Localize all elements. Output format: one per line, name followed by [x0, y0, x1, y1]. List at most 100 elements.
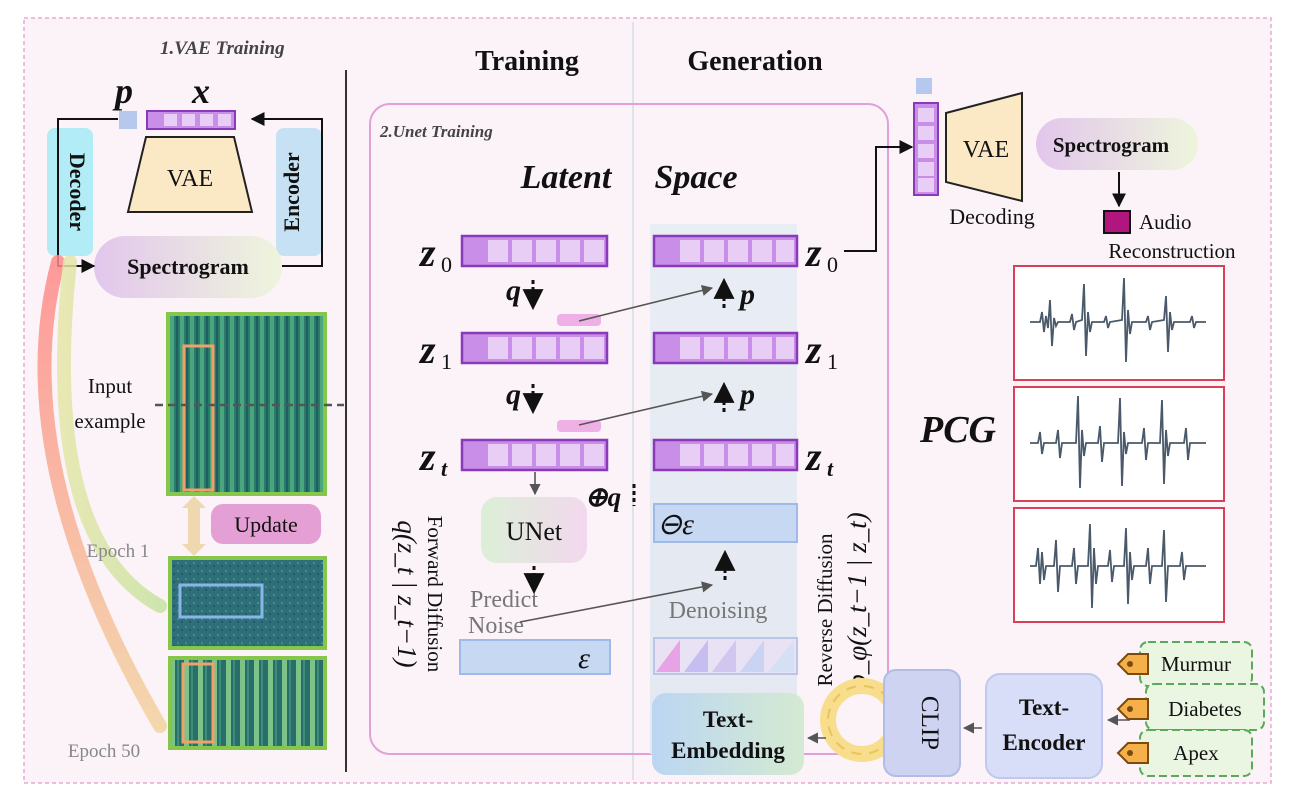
epoch50-highlight-box: [181, 662, 215, 744]
vae-p-label: p: [112, 71, 133, 111]
epoch50-label: Epoch 50: [68, 741, 140, 762]
zt-sub-train: t: [441, 456, 448, 481]
input-label: Input: [88, 374, 132, 398]
spectrogram-label-left: Spectrogram: [127, 254, 249, 279]
unet-training-title: 2.Unet Training: [379, 122, 493, 141]
spectrogram-label-right: Spectrogram: [1053, 133, 1170, 157]
unet-block: [481, 497, 587, 563]
epsilon-bar-train: [459, 639, 611, 675]
z0-to-decoder-arrow: [844, 140, 914, 252]
q-label-2: q: [506, 378, 521, 411]
zt-label-train: z: [418, 434, 436, 479]
z1-sub-gen: 1: [827, 349, 838, 374]
latent-bar-zt-train: [460, 438, 609, 472]
svg-text:Murmur: Murmur: [1161, 652, 1231, 676]
pcg-label: PCG: [919, 409, 997, 451]
encoder-block: [276, 128, 322, 256]
spectrogram-pill-left: [94, 236, 282, 298]
latent-bar-z0-train: [460, 234, 609, 268]
curved-arrow-epoch1: [57, 255, 167, 613]
vae-trapezoid: [126, 136, 254, 213]
example-label: example: [74, 409, 145, 433]
noise-to-denoise-arrow: [519, 581, 714, 623]
p-label-2: p: [737, 378, 755, 411]
reverse-formula: p_φ(z_t−1 | z_t): [842, 512, 872, 690]
generation-title: Generation: [687, 46, 823, 77]
decoding-label: Decoding: [949, 204, 1035, 229]
clip-label: CLIP: [916, 696, 943, 750]
forward-diffusion-label: Forward Diffusion: [423, 516, 447, 673]
text-encoder-label-2: Encoder: [1002, 730, 1085, 755]
tag-apex: Apex: [1116, 729, 1253, 777]
vertical-latent-bar: [913, 102, 939, 196]
spectrogram-pill-right: [1036, 118, 1198, 170]
pcg-waveform-2: [1013, 386, 1225, 502]
update-box: [211, 504, 321, 544]
zt-label-gen: z: [804, 434, 822, 479]
latent-bar-z0-gen: [652, 234, 799, 268]
text-embedding-label-2: Embedding: [671, 738, 785, 763]
space-label: Space: [654, 159, 737, 196]
q-label-1: q: [506, 274, 521, 307]
reconstruction-label: Reconstruction: [1108, 239, 1236, 263]
skip-arrow-1: [578, 284, 714, 322]
epsilon-label-train: ε: [578, 642, 590, 675]
zt-sub-gen: t: [827, 456, 834, 481]
z1-sub-train: 1: [441, 349, 452, 374]
denoising-label: Denoising: [669, 598, 768, 624]
z0-label-train: z: [418, 230, 436, 275]
epoch1-label: Epoch 1: [87, 541, 150, 562]
input-highlight-box: [182, 344, 215, 492]
z0-sub-train: 0: [441, 252, 452, 277]
p-label-1: p: [737, 278, 755, 311]
unet-training-frame: [369, 103, 889, 755]
decoder-vae-label: VAE: [963, 137, 1009, 163]
decoder-vae-trapezoid: [945, 91, 1023, 203]
skip-arrow-2: [578, 390, 714, 426]
unet-label: UNet: [506, 517, 563, 546]
noise-label: Noise: [468, 613, 524, 639]
svg-text:Diabetes: Diabetes: [1168, 697, 1241, 721]
clip-block: [883, 669, 961, 777]
svg-text:Apex: Apex: [1173, 741, 1219, 765]
minus-epsilon-label: ⊖ε: [657, 508, 694, 541]
latent-label: Latent: [520, 159, 613, 196]
text-encoder-label-1: Text-: [1019, 695, 1069, 720]
plus-q-label: ⊕q: [585, 482, 621, 512]
tag-diabetes: Diabetes: [1116, 683, 1265, 731]
pcg-waveform-1: [1013, 265, 1225, 381]
update-label: Update: [234, 512, 298, 537]
latent-bar-z1-gen: [652, 331, 799, 365]
reverse-diffusion-label: Reverse Diffusion: [813, 533, 837, 686]
z0-sub-gen: 0: [827, 252, 838, 277]
encoder-label: Encoder: [279, 152, 304, 232]
vae-p-cell: [119, 111, 137, 129]
noise-gradient-bar: [653, 637, 798, 675]
latent-bar-z1-train: [460, 331, 609, 365]
minus-epsilon-bar: [653, 503, 798, 543]
audio-icon: [1103, 210, 1131, 234]
vae-training-title: 1.VAE Training: [160, 38, 285, 59]
tag-murmur: Murmur: [1116, 641, 1253, 687]
vae-label: VAE: [167, 166, 213, 192]
vae-x-label: x: [191, 71, 210, 111]
text-embedding-label-1: Text-: [703, 707, 753, 732]
curved-arrow-epoch50: [37, 255, 167, 733]
decoder-label: Decoder: [65, 153, 90, 231]
latent-bar-zt-gen: [652, 438, 799, 472]
vae-latent-bar: [146, 110, 236, 130]
text-embedding-block: [652, 693, 804, 775]
epoch50-spectrogram: [168, 656, 327, 750]
epoch1-spectrogram: [168, 556, 327, 650]
audio-label: Audio: [1139, 210, 1192, 234]
text-encoder-block: [985, 673, 1103, 779]
encoder-loop-arrow: [250, 112, 323, 267]
epoch1-highlight-box: [178, 583, 264, 619]
training-title: Training: [475, 46, 579, 77]
z1-label-train: z: [418, 327, 436, 372]
z0-label-gen: z: [804, 230, 822, 275]
z1-label-gen: z: [804, 327, 822, 372]
predict-label: Predict: [470, 587, 538, 613]
